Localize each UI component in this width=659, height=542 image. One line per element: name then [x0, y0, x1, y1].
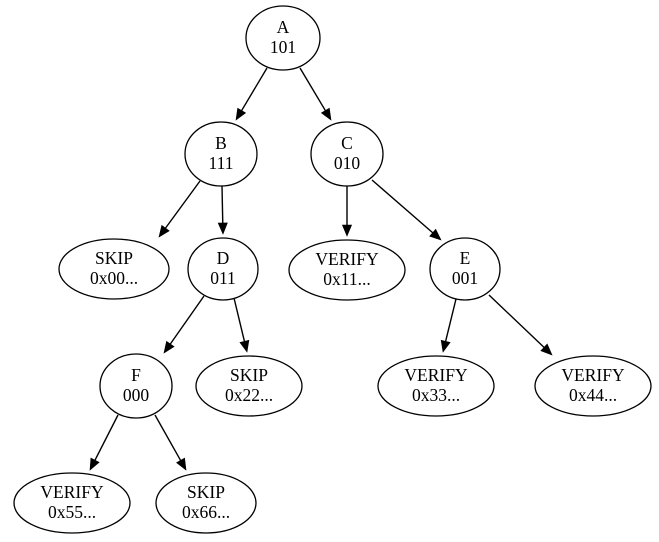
node-verify11[interactable]: VERIFY0x11...	[288, 239, 406, 301]
arrowhead-icon	[429, 228, 442, 241]
node-label-secondary: 001	[452, 268, 478, 288]
edges-layer	[89, 67, 553, 471]
nodes-layer: A101B111C010SKIP0x00...D011VERIFY0x11...…	[13, 5, 652, 534]
node-label-primary: SKIP	[95, 248, 133, 268]
arrowhead-icon	[320, 107, 332, 121]
arrowhead-icon	[341, 224, 353, 237]
node-label-secondary: 0x22...	[225, 385, 273, 405]
edge-f-to-skip66	[154, 414, 187, 471]
node-label-primary: E	[460, 248, 471, 268]
node-label-primary: A	[277, 17, 290, 37]
edge-d-to-f	[163, 295, 205, 354]
node-label-primary: VERIFY	[404, 365, 468, 385]
node-label-primary: VERIFY	[40, 482, 104, 502]
node-verify44[interactable]: VERIFY0x44...	[534, 355, 652, 417]
node-label-primary: C	[341, 133, 353, 153]
edge-c-to-e	[371, 179, 442, 241]
node-shape-circle	[187, 237, 259, 301]
node-skip00[interactable]: SKIP0x00...	[58, 238, 170, 300]
node-skip66[interactable]: SKIP0x66...	[155, 472, 257, 534]
edge-line	[154, 414, 182, 461]
edge-line	[169, 295, 205, 345]
node-label-primary: VERIFY	[315, 249, 379, 269]
edge-e-to-verify33	[440, 298, 457, 353]
node-shape-circle	[184, 121, 258, 187]
node-shape-ellipse	[13, 472, 131, 534]
edge-line	[94, 414, 119, 461]
edge-line	[488, 294, 545, 348]
edge-line	[241, 67, 268, 111]
node-label-secondary: 0x11...	[323, 269, 370, 289]
edge-line	[299, 67, 326, 111]
arrowhead-icon	[235, 107, 247, 121]
arrowhead-icon	[158, 224, 170, 238]
node-verify55[interactable]: VERIFY0x55...	[13, 472, 131, 534]
edge-d-to-skip22	[233, 297, 250, 353]
edge-line	[371, 179, 434, 234]
node-shape-ellipse	[155, 472, 257, 534]
node-shape-circle	[245, 5, 321, 71]
edge-line	[221, 185, 224, 224]
node-shape-circle	[429, 237, 501, 301]
node-verify33[interactable]: VERIFY0x33...	[377, 355, 495, 417]
edge-c-to-verify11	[341, 186, 353, 237]
arrowhead-icon	[217, 222, 228, 235]
node-label-secondary: 0x00...	[90, 268, 138, 288]
node-shape-ellipse	[534, 355, 652, 417]
node-skip22[interactable]: SKIP0x22...	[195, 355, 303, 417]
node-label-secondary: 0x44...	[569, 385, 617, 405]
node-shape-ellipse	[58, 238, 170, 300]
node-label-primary: D	[217, 248, 230, 268]
edge-f-to-verify55	[89, 414, 119, 471]
node-shape-ellipse	[377, 355, 495, 417]
arrowhead-icon	[239, 339, 250, 353]
node-label-secondary: 000	[123, 385, 150, 405]
arrowhead-icon	[440, 339, 451, 353]
edge-line	[233, 297, 246, 342]
edge-b-to-d	[217, 185, 228, 235]
node-label-secondary: 0x33...	[412, 385, 460, 405]
node-label-primary: VERIFY	[561, 365, 625, 385]
edge-a-to-b	[235, 67, 268, 121]
node-shape-ellipse	[195, 355, 303, 417]
edge-a-to-c	[299, 67, 332, 121]
edge-line	[164, 180, 201, 229]
arrowhead-icon	[540, 343, 553, 356]
node-shape-circle	[310, 121, 384, 187]
node-label-secondary: 0x66...	[182, 502, 230, 522]
edge-e-to-verify44	[488, 294, 553, 356]
node-label-secondary: 011	[210, 268, 236, 288]
node-shape-circle	[99, 353, 173, 419]
node-shape-ellipse	[288, 239, 406, 301]
edge-b-to-skip00	[158, 180, 201, 238]
node-label-secondary: 101	[270, 37, 296, 57]
node-label-secondary: 0x55...	[48, 502, 96, 522]
node-label-primary: SKIP	[230, 365, 268, 385]
node-label-secondary: 111	[209, 153, 234, 173]
arrowhead-icon	[89, 457, 100, 471]
node-label-primary: SKIP	[187, 482, 225, 502]
edge-line	[444, 298, 457, 342]
node-label-primary: B	[215, 133, 227, 153]
node-label-secondary: 010	[334, 153, 361, 173]
arrowhead-icon	[163, 340, 175, 354]
node-label-primary: F	[131, 365, 141, 385]
arrowhead-icon	[176, 457, 187, 471]
